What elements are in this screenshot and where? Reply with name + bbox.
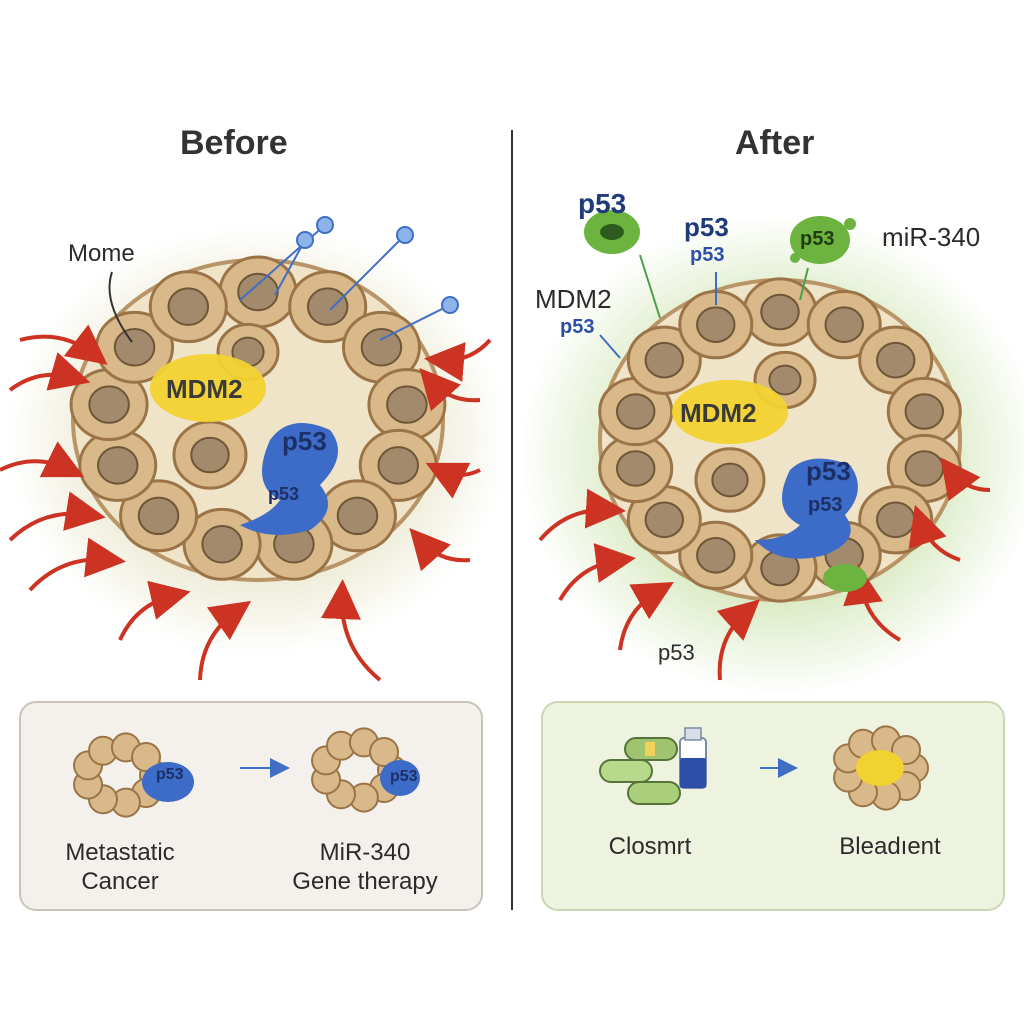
after-box-right-caption: Bleadıent xyxy=(839,833,941,860)
before-p53-swirl xyxy=(240,422,338,535)
after-title: After xyxy=(735,124,815,162)
before-p53-faded-label: p53 xyxy=(268,484,300,504)
after-mir340-label: miR-340 xyxy=(882,222,981,252)
before-box-p53-badge-right: p53 xyxy=(390,768,418,785)
before-box-left-caption: Metastatic Cancer xyxy=(40,838,200,896)
after-pointer-1 xyxy=(639,254,661,319)
after-mdm2-label: MDM2 xyxy=(680,398,757,428)
red-arrow xyxy=(409,528,471,572)
red-arrow xyxy=(425,462,481,499)
after-p53-top-mid2: p53 xyxy=(690,244,725,266)
after-mdm2-side-label: MDM2 xyxy=(535,284,612,314)
after-mdm2-blob xyxy=(672,380,788,444)
before-cell xyxy=(218,255,298,329)
after-p53-bottom-label: p53 xyxy=(658,640,695,665)
before-box-p53-blob-right xyxy=(380,760,420,796)
vector-particle-icon xyxy=(296,231,314,249)
mir-340-particle-3 xyxy=(823,564,867,592)
medicine-bottle-icon xyxy=(679,727,707,789)
after-p53-side-label: p53 xyxy=(560,316,595,338)
mir-340-particle-1 xyxy=(584,210,640,254)
after-box-core xyxy=(856,750,904,786)
vector-line xyxy=(274,239,306,296)
mir-340-particle-2 xyxy=(790,216,856,264)
red-arrow xyxy=(118,580,191,641)
vector-particle-icon xyxy=(441,296,459,314)
before-box-right-caption-line1: MiR-340 xyxy=(319,839,411,866)
before-title: Before xyxy=(180,124,288,162)
before-cell xyxy=(358,428,438,502)
after-p53-top-left: p53 xyxy=(578,188,627,219)
after-box-left-caption: Closmrt xyxy=(608,833,692,860)
after-p53-top-mid: p53 xyxy=(684,212,729,242)
before-cell xyxy=(367,368,447,442)
before-cell xyxy=(148,270,228,344)
after-pointer-4 xyxy=(599,334,621,359)
after-cell xyxy=(886,376,962,447)
red-arrow xyxy=(19,324,108,365)
before-box-right-caption-line2: Gene therapy xyxy=(292,868,438,895)
vector-line xyxy=(329,234,406,311)
vector-particle-icon xyxy=(316,216,334,234)
before-box-p53-blob xyxy=(142,762,194,802)
before-cell xyxy=(172,420,248,490)
after-cell xyxy=(858,325,934,395)
red-arrow xyxy=(618,582,674,651)
after-summary-box xyxy=(541,701,1005,911)
after-cell xyxy=(742,277,818,347)
pill-icon xyxy=(599,737,681,805)
before-mome-label: Mome xyxy=(68,240,135,267)
red-arrow xyxy=(8,491,106,542)
after-p53-on-green: p53 xyxy=(800,228,835,250)
after-p53-swirl xyxy=(755,458,858,559)
red-arrow xyxy=(198,600,252,681)
red-arrow xyxy=(424,338,492,382)
red-arrow xyxy=(538,488,626,542)
mome-pointer xyxy=(108,271,133,343)
before-box-p53-badge: p53 xyxy=(156,766,184,783)
after-cell xyxy=(678,520,754,590)
after-p53-label: p53 xyxy=(806,456,851,486)
before-mdm2-label: MDM2 xyxy=(166,374,243,404)
vector-particle-icon xyxy=(396,226,414,244)
after-cell xyxy=(806,290,882,360)
red-arrow xyxy=(0,441,85,478)
red-arrow xyxy=(558,543,636,602)
after-p53-inner-label: p53 xyxy=(808,494,843,516)
red-arrow xyxy=(940,457,991,502)
red-arrow xyxy=(28,537,126,592)
before-cell xyxy=(288,270,368,344)
red-arrow xyxy=(320,579,382,682)
before-box-left-caption-line1: Metastatic xyxy=(65,839,175,866)
red-arrow xyxy=(908,504,961,562)
after-cell xyxy=(598,433,674,504)
before-mdm2-blob xyxy=(150,354,266,422)
before-box-right-caption: MiR-340 Gene therapy xyxy=(270,838,460,896)
before-box-cluster-icon xyxy=(73,732,169,818)
after-cell xyxy=(626,325,702,395)
before-cell xyxy=(119,479,199,553)
after-pointer-3 xyxy=(799,267,809,301)
before-box-left-caption-line2: Cancer xyxy=(81,868,159,895)
vector-line xyxy=(379,304,451,341)
after-cell xyxy=(678,290,754,360)
before-p53-label: p53 xyxy=(282,426,327,456)
after-cell xyxy=(694,447,766,513)
before-cell xyxy=(78,428,158,502)
before-cell xyxy=(182,507,262,581)
red-arrow xyxy=(8,352,91,392)
red-arrow xyxy=(419,368,481,412)
red-arrow xyxy=(716,599,760,681)
after-cell xyxy=(626,485,702,555)
after-cell xyxy=(598,376,674,447)
